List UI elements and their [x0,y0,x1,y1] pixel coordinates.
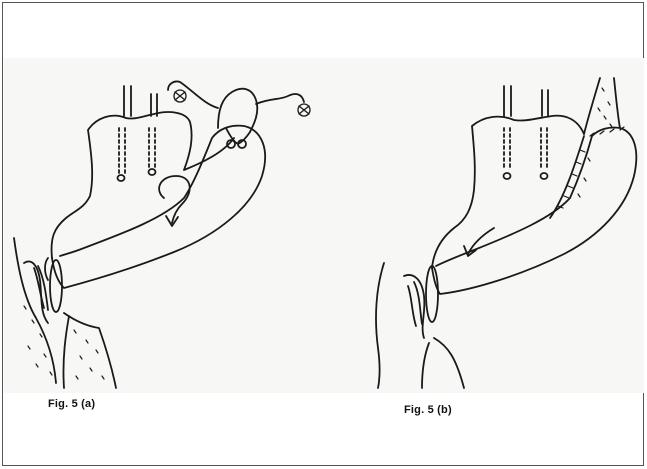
surgical-diagram [4,58,644,393]
figure-caption-b: Fig. 5 (b) [404,404,452,416]
sketch-area [4,58,644,393]
figure-caption-a: Fig. 5 (a) [48,398,95,410]
